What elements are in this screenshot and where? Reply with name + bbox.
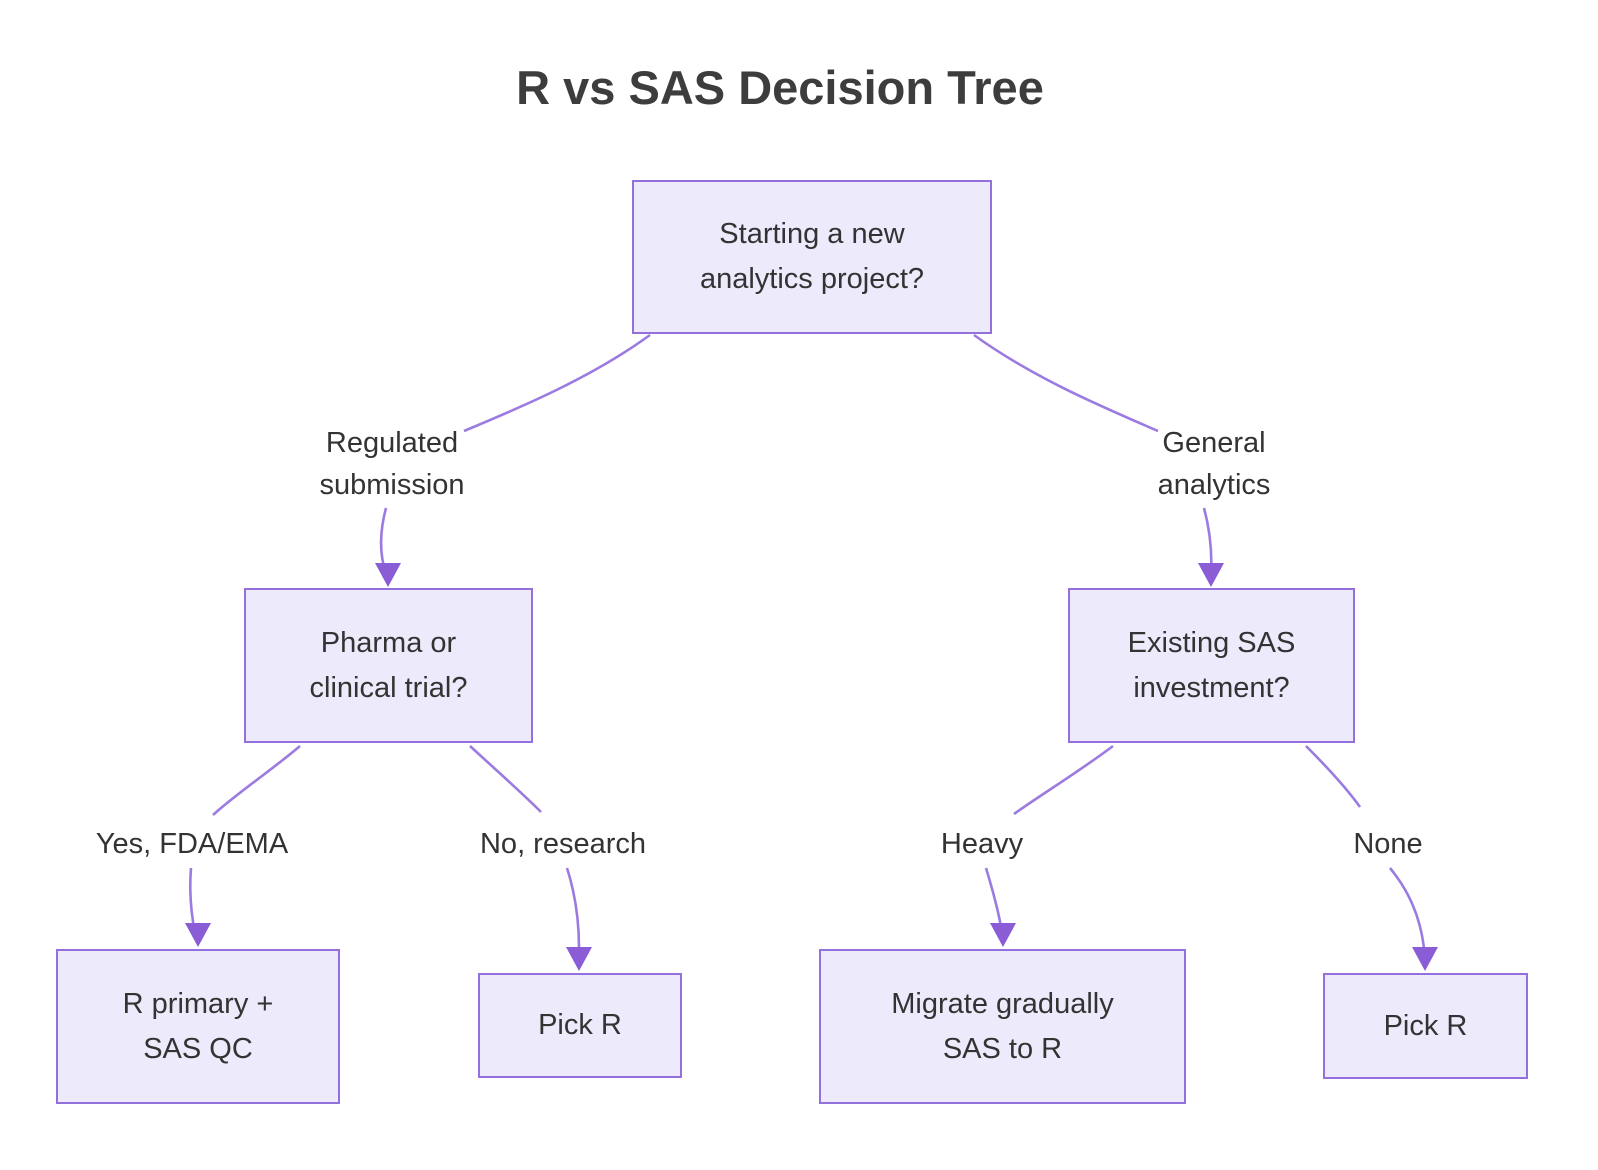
edge-pharma-to-r-primary bbox=[185, 745, 301, 947]
edge-line bbox=[973, 333, 1159, 433]
edge-root-to-existing-sas bbox=[973, 333, 1224, 587]
arrowhead-icon bbox=[566, 947, 592, 971]
node-label: Pick R bbox=[1383, 1009, 1468, 1042]
node-label: Pharma or clinical trial? bbox=[309, 626, 468, 704]
edge-line bbox=[1305, 745, 1362, 808]
node-r-primary-sas-qc: R primary + SAS QC bbox=[56, 949, 340, 1104]
node-starting-new-analytics-project: Starting a new analytics project? bbox=[632, 180, 992, 334]
edge-line bbox=[212, 745, 301, 816]
node-label: Pick R bbox=[538, 1009, 622, 1042]
edge-label-regulated-submission: Regulated submission bbox=[319, 426, 465, 501]
node-pick-r-right: Pick R bbox=[1323, 973, 1528, 1079]
node-pharma-or-clinical-trial: Pharma or clinical trial? bbox=[244, 588, 533, 743]
arrowhead-icon bbox=[990, 923, 1016, 947]
edge-label-yes-fda-ema: Yes, FDA/EMA bbox=[95, 827, 289, 860]
arrowhead-icon bbox=[375, 563, 401, 587]
node-label: Existing SAS investment? bbox=[1127, 626, 1296, 704]
edge-line bbox=[1013, 744, 1114, 816]
node-migrate-gradually-sas-to-r: Migrate gradually SAS to R bbox=[819, 949, 1186, 1104]
arrowhead-icon bbox=[1412, 947, 1438, 971]
edge-label-no-research: No, research bbox=[479, 827, 647, 860]
node-label: R primary + SAS QC bbox=[122, 987, 274, 1065]
node-existing-sas-investment: Existing SAS investment? bbox=[1068, 588, 1355, 743]
edge-label-general-analytics: General analytics bbox=[1157, 426, 1271, 501]
arrowhead-icon bbox=[185, 923, 211, 947]
node-pick-r-left: Pick R bbox=[478, 973, 682, 1078]
node-label: Starting a new analytics project? bbox=[699, 218, 925, 295]
edge-existing-sas-to-pick-r-right bbox=[1305, 745, 1438, 971]
edge-existing-sas-to-migrate bbox=[984, 744, 1114, 947]
edge-label-none: None bbox=[1353, 827, 1423, 860]
node-label: Migrate gradually SAS to R bbox=[891, 987, 1114, 1065]
edge-line bbox=[1388, 867, 1426, 949]
edge-root-to-pharma bbox=[375, 333, 651, 587]
edge-line bbox=[469, 745, 542, 813]
arrowhead-icon bbox=[1198, 563, 1224, 587]
edge-line bbox=[463, 333, 651, 433]
edge-line bbox=[565, 867, 581, 949]
edge-label-heavy: Heavy bbox=[940, 827, 1024, 860]
diagram-title: R vs SAS Decision Tree bbox=[516, 61, 1044, 114]
edge-pharma-to-pick-r-left bbox=[469, 745, 592, 971]
